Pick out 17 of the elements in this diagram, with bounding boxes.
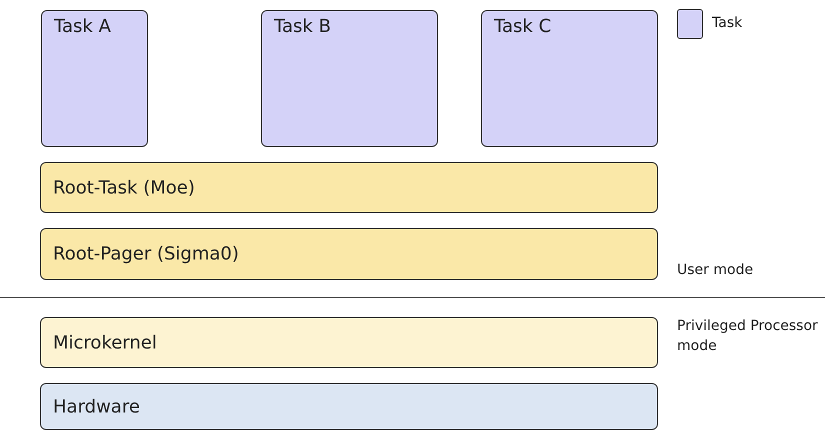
layer-label: Root-Pager (Sigma0) [53,244,239,264]
task-label: Task C [494,16,552,37]
task-box [41,10,148,147]
task-label: Task A [54,16,111,37]
legend-label: Task [712,14,742,33]
task-box [481,10,658,147]
layer-box [40,228,658,280]
mode-label: User mode [677,261,754,280]
layer-box [40,317,658,368]
layer-label: Microkernel [53,332,157,353]
task-box [261,10,438,147]
task-label: Task B [274,16,331,37]
layer-label: Hardware [53,396,140,417]
mode-label: Privileged Processor mode [677,317,819,356]
layer-box [40,162,658,213]
layer-label: Root-Task (Moe) [53,177,195,198]
layer-box [40,383,658,430]
